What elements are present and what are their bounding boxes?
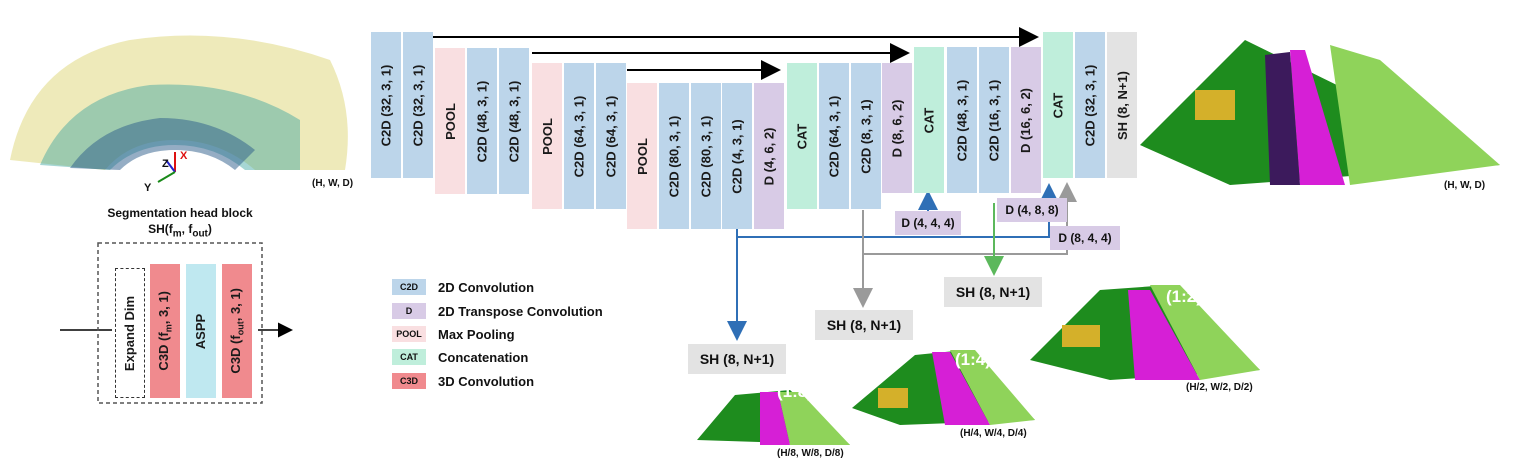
block-c2d-48-c: C2D (48, 3, 1) (947, 47, 977, 193)
block-c2d-16: C2D (16, 3, 1) (979, 47, 1009, 193)
expand-dim-block: Expand Dim (115, 268, 145, 398)
legend-swatch-c3d: C3D (392, 373, 426, 389)
block-pool-3: POOL (627, 83, 657, 229)
block-c2d-32-c: C2D (32, 3, 1) (1075, 32, 1105, 178)
aspp-block: ASPP (186, 264, 216, 398)
scale-1-4-label: (1:4) (955, 350, 991, 369)
block-pool-1: POOL (435, 48, 465, 194)
sh-head-1-4: SH (8, N+1) (815, 310, 913, 340)
legend-label-d: 2D Transpose Convolution (438, 303, 603, 319)
formula-main: SH(f (148, 222, 173, 236)
c3d-fm-label: C3D (fm, 3, 1) (156, 291, 174, 371)
block-d-16-6-2: D (16, 6, 2) (1011, 47, 1041, 193)
block-c2d-48-b: C2D (48, 3, 1) (499, 48, 529, 194)
legend-swatch-c2d: C2D (392, 279, 426, 295)
legend-label-pool: Max Pooling (438, 326, 515, 342)
aspp-label: ASPP (193, 313, 209, 349)
legend-label-c3d: 3D Convolution (438, 373, 535, 389)
seg-head-formula: SH(fm, fout) (100, 222, 260, 239)
block-d-4-6-2: D (4, 6, 2) (754, 83, 784, 229)
scale-1-4-dims: (H/4, W/4, D/4) (960, 428, 1027, 439)
legend-swatch-d: D (392, 303, 426, 319)
upsample-d-8-4-4: D (8, 4, 4) (1050, 226, 1120, 250)
block-cat-3: CAT (1043, 32, 1073, 178)
block-c2d-48-a: C2D (48, 3, 1) (467, 48, 497, 194)
legend-item-c2d: C2D 2D Convolution (392, 279, 534, 295)
block-c2d-64-b: C2D (64, 3, 1) (596, 63, 626, 209)
c3d-fm-block: C3D (fm, 3, 1) (150, 264, 180, 398)
legend-label-cat: Concatenation (438, 349, 529, 365)
formula-mid: , f (181, 222, 193, 236)
output-voxel-scene (1140, 40, 1500, 185)
axis-z-label: Z (162, 158, 169, 170)
block-c2d-32-a: C2D (32, 3, 1) (371, 32, 401, 178)
axis-x-label: X (180, 150, 188, 162)
axis-gizmo (157, 152, 176, 183)
seg-head-title: Segmentation head block (107, 206, 253, 220)
input-dims-label: (H, W, D) (312, 178, 354, 189)
legend-item-cat: CAT Concatenation (392, 349, 528, 365)
block-c2d-32-b: C2D (32, 3, 1) (403, 32, 433, 178)
formula-end: ) (207, 222, 212, 236)
scale-1-8-scene (697, 390, 850, 445)
seg-head-frame (97, 242, 263, 404)
scale-1-8-dims: (H/8, W/8, D/8) (777, 448, 844, 459)
legend-swatch-cat: CAT (392, 349, 426, 365)
scale-1-2-dims: (H/2, W/2, D/2) (1186, 382, 1253, 393)
legend-swatch-pool: POOL (392, 326, 426, 342)
legend-item-pool: POOL Max Pooling (392, 326, 515, 342)
block-pool-2: POOL (532, 63, 562, 209)
scale-1-2-label: (1:2) (1166, 287, 1202, 306)
scale-1-4-scene (852, 350, 1035, 425)
block-c2d-8: C2D (8, 3, 1) (851, 63, 881, 209)
sh-head-1-8: SH (8, N+1) (688, 344, 786, 374)
legend-item-d: D 2D Transpose Convolution (392, 303, 603, 319)
c3d-fout-label: C3D (fout, 3, 1) (228, 288, 246, 374)
legend-item-c3d: C3D 3D Convolution (392, 373, 534, 389)
upsample-d-4-8-8: D (4, 8, 8) (997, 198, 1067, 222)
sh-head-1-2: SH (8, N+1) (944, 277, 1042, 307)
block-d-8-6-2: D (8, 6, 2) (882, 63, 912, 193)
block-c2d-64-a: C2D (64, 3, 1) (564, 63, 594, 209)
block-c2d-80-b: C2D (80, 3, 1) (691, 83, 721, 229)
block-c2d-80-a: C2D (80, 3, 1) (659, 83, 689, 229)
c3d-fout-block: C3D (fout, 3, 1) (222, 264, 252, 398)
block-c2d-64-c: C2D (64, 3, 1) (819, 63, 849, 209)
formula-sub-m: m (172, 228, 182, 240)
scale-1-2-scene (1030, 285, 1260, 380)
block-cat-1: CAT (787, 63, 817, 209)
block-cat-2: CAT (914, 47, 944, 193)
expand-dim-label: Expand Dim (122, 295, 138, 371)
block-sh-final: SH (8, N+1) (1107, 32, 1137, 178)
input-point-cloud (10, 35, 348, 174)
output-dims-label: (H, W, D) (1444, 180, 1486, 191)
formula-sub-out: out (192, 228, 208, 240)
axis-y-label: Y (144, 182, 152, 194)
legend-label-c2d: 2D Convolution (438, 279, 535, 295)
block-c2d-4: C2D (4, 3, 1) (722, 83, 752, 229)
scale-1-8-label: (1:8) (777, 382, 813, 401)
upsample-d-4-4-4: D (4, 4, 4) (895, 211, 961, 235)
